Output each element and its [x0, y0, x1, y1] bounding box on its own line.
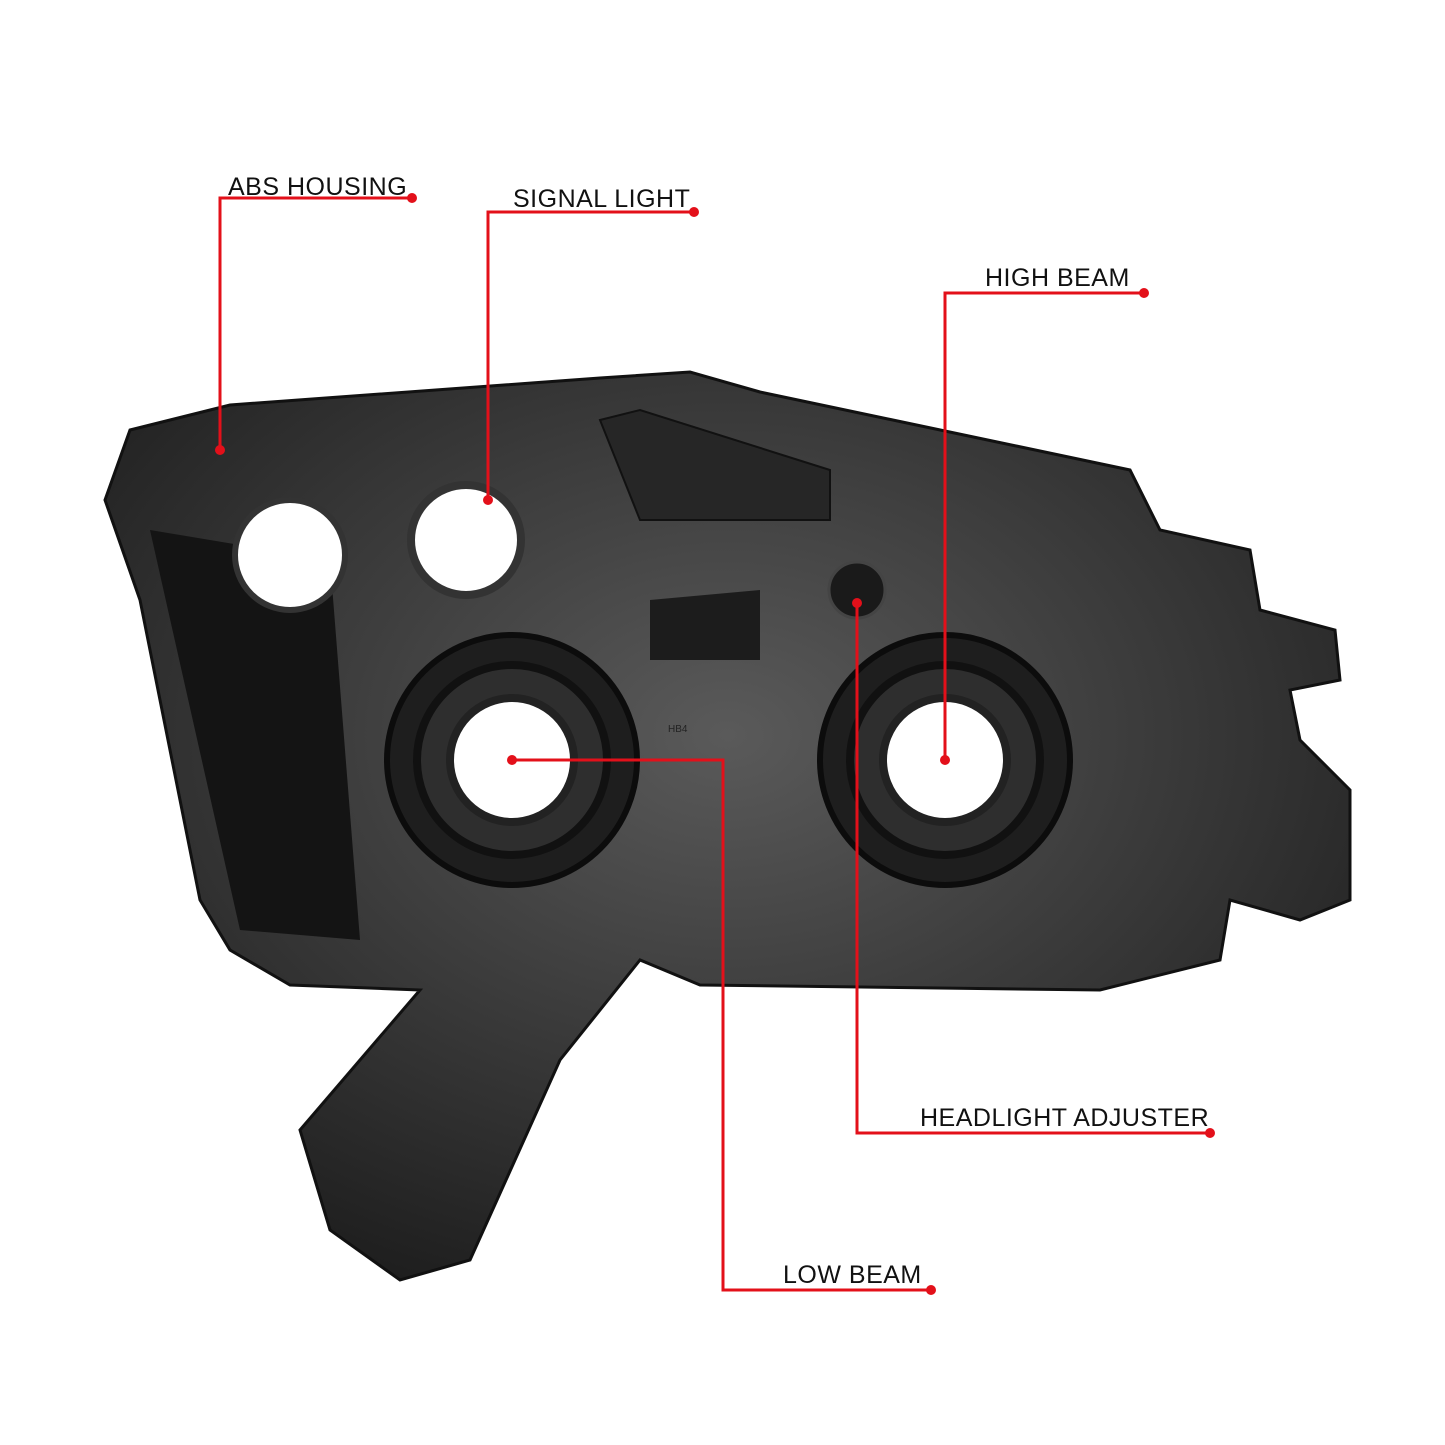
high-beam-lamp [817, 632, 1073, 888]
callout-low-beam: LOW BEAM [783, 1261, 922, 1289]
callout-abs-housing: ABS HOUSING [228, 173, 408, 201]
callout-dots [215, 193, 1215, 1295]
part-marking: HB4 [668, 724, 688, 735]
callout-high-beam: HIGH BEAM [985, 264, 1130, 292]
callout-signal-light: SIGNAL LIGHT [513, 185, 691, 213]
headlight-housing [103, 370, 1352, 1282]
callout-lines [218, 196, 1210, 1292]
callout-headlight-adjuster: HEADLIGHT ADJUSTER [920, 1104, 1210, 1132]
